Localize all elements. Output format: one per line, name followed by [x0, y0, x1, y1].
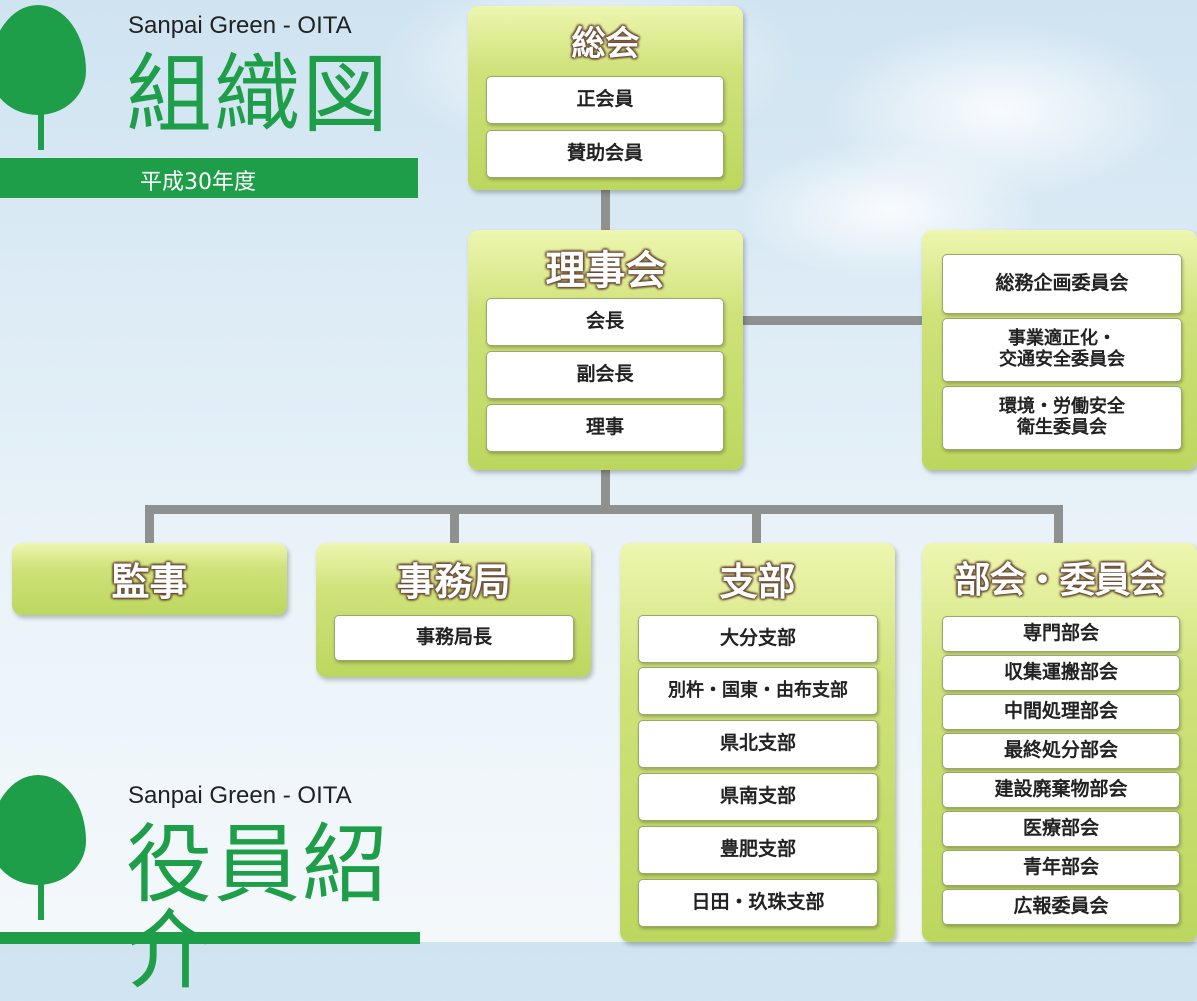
officer-intro-subtitle: Sanpai Green - OITA: [128, 782, 352, 809]
committees-box: 総務企画委員会 事業適正化・ 交通安全委員会 環境・労働安全 衛生委員会: [922, 230, 1197, 470]
general-meeting-title: 総会: [571, 24, 640, 64]
committee-item: 環境・労働安全 衛生委員会: [942, 386, 1182, 450]
divisions-title: 部会・委員会: [954, 560, 1165, 601]
branch-item: 県南支部: [638, 773, 878, 821]
officer-intro-header: Sanpai Green - OITA 役員紹介: [0, 770, 420, 994]
division-item: 収集運搬部会: [942, 655, 1180, 691]
fiscal-year-label: 平成30年度: [140, 170, 256, 195]
org-chart-title: 組織図: [126, 45, 390, 145]
board-item: 副会長: [486, 351, 724, 399]
connector-drop-secretariat: [450, 505, 459, 547]
connector-board-down: [601, 470, 610, 510]
leaf-logo-icon: [0, 775, 86, 885]
connector-horizontal-bus: [145, 505, 1063, 514]
leaf-logo-icon: [0, 5, 86, 115]
branches-title: 支部: [719, 560, 796, 604]
board-item: 会長: [486, 298, 724, 346]
board-item: 理事: [486, 404, 724, 452]
division-item: 最終処分部会: [942, 733, 1180, 769]
auditor-title: 監事: [111, 560, 188, 604]
division-item: 医療部会: [942, 811, 1180, 847]
branch-item: 大分支部: [638, 615, 878, 663]
leaf-stem: [38, 100, 44, 150]
org-chart-subtitle: Sanpai Green - OITA: [128, 12, 352, 39]
general-meeting-box: 総会 正会員 賛助会員: [468, 6, 743, 190]
connector-board-committees: [720, 316, 925, 325]
divisions-box: 部会・委員会 専門部会 収集運搬部会 中間処理部会 最終処分部会 建設廃棄物部会…: [922, 543, 1197, 942]
committee-item: 事業適正化・ 交通安全委員会: [942, 318, 1182, 382]
division-item: 青年部会: [942, 850, 1180, 886]
branch-item: 別杵・国東・由布支部: [638, 667, 878, 715]
committee-item: 総務企画委員会: [942, 254, 1182, 314]
secretariat-item: 事務局長: [334, 615, 574, 661]
auditor-box: 監事: [12, 543, 287, 615]
division-item: 広報委員会: [942, 889, 1180, 925]
officer-intro-bar: [0, 932, 420, 944]
branch-item: 日田・玖珠支部: [638, 879, 878, 927]
connector-drop-divisions: [1054, 505, 1063, 547]
secretariat-box: 事務局 事務局長: [316, 543, 591, 677]
org-chart-header: Sanpai Green - OITA 組織図 平成30年度: [0, 0, 420, 205]
division-item: 専門部会: [942, 616, 1180, 652]
branches-box: 支部 大分支部 別杵・国東・由布支部 県北支部 県南支部 豊肥支部 日田・玖珠支…: [620, 543, 895, 942]
general-meeting-item: 賛助会員: [486, 130, 724, 178]
division-item: 中間処理部会: [942, 694, 1180, 730]
connector-drop-branches: [752, 505, 761, 547]
general-meeting-item: 正会員: [486, 76, 724, 124]
fiscal-year-bar: 平成30年度: [0, 158, 418, 198]
officer-intro-title: 役員紹介: [126, 815, 390, 1001]
branch-item: 県北支部: [638, 720, 878, 768]
connector-drop-auditor: [145, 505, 154, 547]
secretariat-title: 事務局: [396, 560, 511, 604]
board-box: 理事会 会長 副会長 理事: [468, 230, 743, 470]
branch-item: 豊肥支部: [638, 826, 878, 874]
connector-general-board: [601, 190, 610, 232]
leaf-stem: [38, 870, 44, 920]
division-item: 建設廃棄物部会: [942, 772, 1180, 808]
board-title: 理事会: [545, 248, 666, 294]
